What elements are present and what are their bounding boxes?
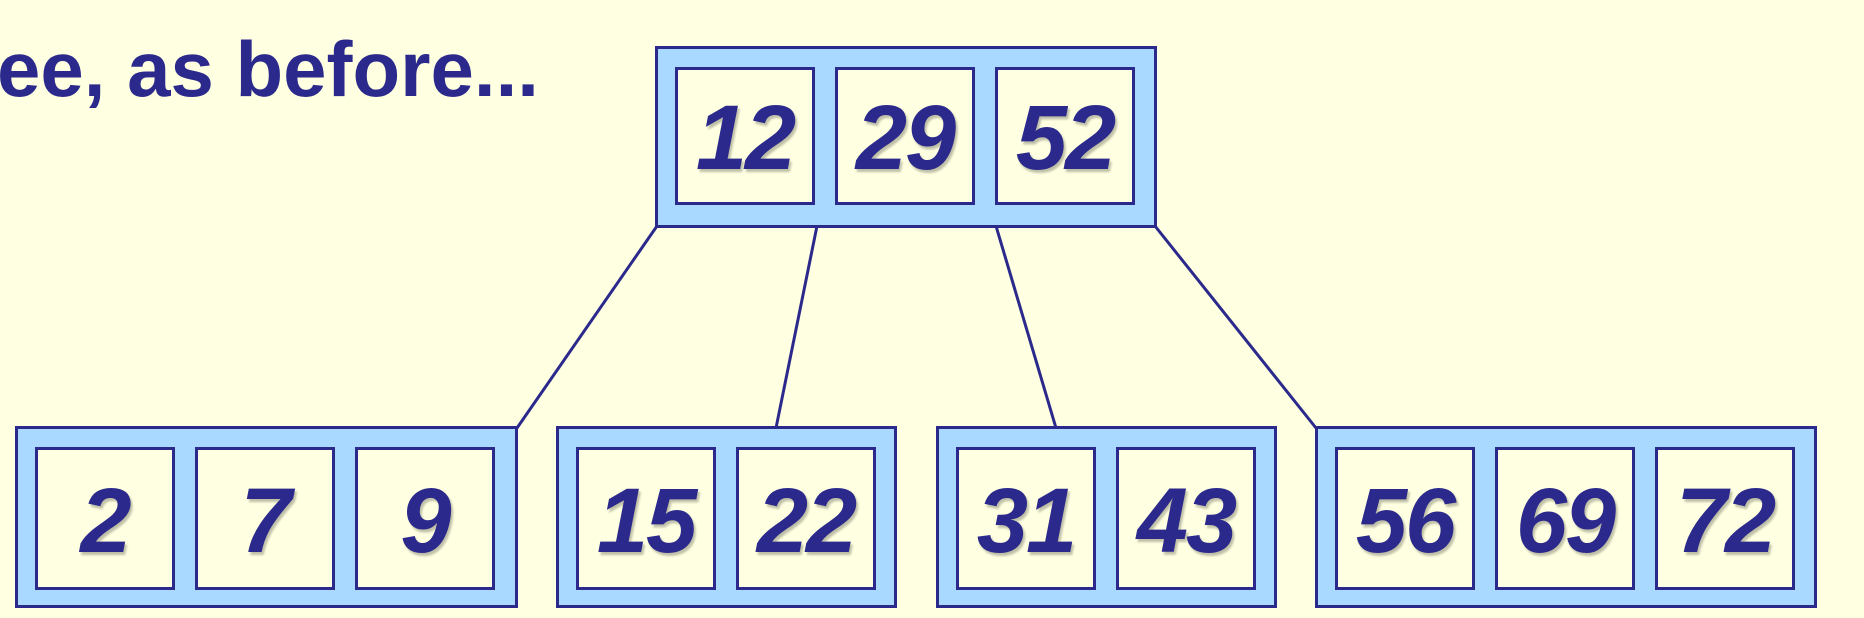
leaf-1-key-3-value: 9 — [400, 469, 451, 572]
leaf-1-key-1-value: 2 — [80, 469, 131, 572]
leaf-node-1: 2 7 9 — [15, 426, 518, 608]
edge-root-to-leaf-2 — [774, 225, 819, 429]
leaf-2-key-1-value: 15 — [596, 469, 697, 572]
slide-caption: ee, as before... — [0, 25, 539, 113]
leaf-2-key-2: 22 — [736, 447, 876, 590]
leaf-1-key-2: 7 — [195, 447, 335, 590]
leaf-1-key-2-value: 7 — [240, 469, 291, 572]
root-node: 12 29 52 — [655, 46, 1157, 228]
leaf-node-2: 15 22 — [556, 426, 897, 608]
leaf-4-key-2: 69 — [1495, 447, 1635, 590]
root-key-1: 12 — [675, 67, 815, 205]
root-key-2-value: 29 — [855, 87, 956, 189]
leaf-node-3: 31 43 — [936, 426, 1277, 608]
leaf-3-key-2: 43 — [1116, 447, 1256, 590]
root-key-1-value: 12 — [695, 87, 796, 189]
leaf-2-key-1: 15 — [576, 447, 716, 590]
leaf-node-4: 56 69 72 — [1315, 426, 1817, 608]
edge-root-to-leaf-4 — [1153, 225, 1318, 429]
root-key-3: 52 — [995, 67, 1135, 205]
leaf-3-key-1: 31 — [956, 447, 1096, 590]
edge-root-to-leaf-3 — [994, 225, 1058, 429]
root-key-3-value: 52 — [1015, 87, 1116, 189]
edge-root-to-leaf-1 — [515, 225, 659, 429]
leaf-2-key-2-value: 22 — [756, 469, 857, 572]
leaf-3-key-1-value: 31 — [976, 469, 1077, 572]
leaf-3-key-2-value: 43 — [1136, 469, 1237, 572]
root-key-2: 29 — [835, 67, 975, 205]
leaf-4-key-1-value: 56 — [1355, 469, 1456, 572]
leaf-4-key-3: 72 — [1655, 447, 1795, 590]
leaf-1-key-3: 9 — [355, 447, 495, 590]
leaf-4-key-3-value: 72 — [1675, 469, 1776, 572]
leaf-4-key-2-value: 69 — [1515, 469, 1616, 572]
leaf-1-key-1: 2 — [35, 447, 175, 590]
leaf-4-key-1: 56 — [1335, 447, 1475, 590]
